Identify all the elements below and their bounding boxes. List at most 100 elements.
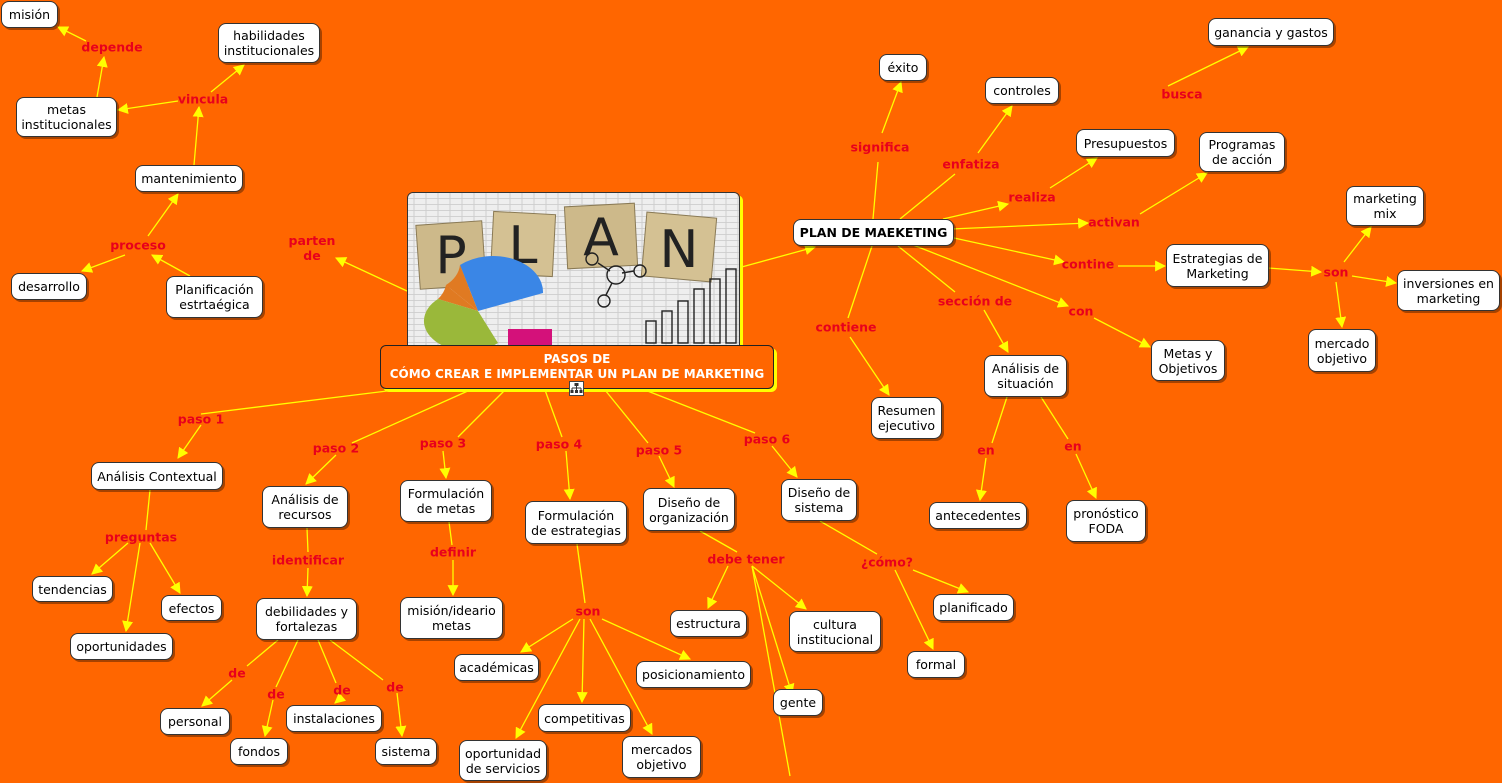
node-oportunidades[interactable]: oportunidades <box>70 633 173 660</box>
node-formulacion-de-estrategias[interactable]: Formulación de estrategias <box>525 501 627 544</box>
connection-line <box>1267 265 1323 277</box>
node-estructura[interactable]: estructura <box>670 610 747 637</box>
node-antecedentes[interactable]: antecedentes <box>929 502 1027 529</box>
label-en-foda: en <box>1064 438 1082 454</box>
connection-line <box>576 543 586 604</box>
sitemap-icon[interactable] <box>569 381 584 396</box>
connection-line <box>601 618 692 660</box>
label-con: con <box>1068 303 1094 319</box>
node-marketing-mix[interactable]: marketing mix <box>1346 186 1424 226</box>
bar-sketch-icon <box>585 252 737 344</box>
connection-line <box>576 618 588 704</box>
node-mision-ideario-metas[interactable]: misión/ideario metas <box>400 597 503 639</box>
label-en-antecedentes: en <box>977 442 995 458</box>
label-de-instalaciones: de <box>333 682 351 698</box>
label-parten-de: parten de <box>288 233 336 263</box>
node-analisis-contextual[interactable]: Análisis Contextual <box>91 462 223 490</box>
label-contiene: contiene <box>815 319 877 335</box>
connection-line <box>977 105 1013 154</box>
node-posicionamiento[interactable]: posicionamiento <box>636 661 751 688</box>
node-resumen-ejecutivo[interactable]: Resumen ejecutivo <box>871 397 942 439</box>
connection-line <box>200 389 396 415</box>
label-paso-2: paso 2 <box>312 440 360 456</box>
node-mantenimiento[interactable]: mantenimiento <box>135 165 243 192</box>
node-academicas[interactable]: académicas <box>454 654 539 681</box>
node-instalaciones[interactable]: instalaciones <box>286 705 382 732</box>
node-inversiones-en-marketing[interactable]: inversiones en marketing <box>1397 270 1500 311</box>
node-desarrollo[interactable]: desarrollo <box>11 273 87 300</box>
connection-line <box>699 530 738 553</box>
node-tendencias[interactable]: tendencias <box>32 576 113 602</box>
node-mision[interactable]: misión <box>1 1 58 28</box>
label-identificar: identificar <box>271 552 345 568</box>
connection-line <box>975 457 987 502</box>
node-planificacion-estrategica[interactable]: Planificación estrtaégica <box>166 276 263 318</box>
node-planificado[interactable]: planificado <box>933 594 1014 621</box>
node-formulacion-de-metas[interactable]: Formulación de metas <box>400 480 492 522</box>
node-ganancia-y-gastos[interactable]: ganancia y gastos <box>1208 18 1334 46</box>
connection-line <box>707 565 729 609</box>
connection-line <box>145 489 151 531</box>
node-debilidades-y-fortalezas[interactable]: debilidades y fortalezas <box>256 598 357 640</box>
node-analisis-de-situacion[interactable]: Análisis de situación <box>984 355 1067 397</box>
node-exito[interactable]: éxito <box>879 54 927 81</box>
node-cultura-institucional[interactable]: cultura institucional <box>789 611 881 652</box>
connection-line <box>515 618 581 739</box>
node-mercado-objetivo[interactable]: mercado objetivo <box>1308 329 1376 372</box>
node-fondos[interactable]: fondos <box>230 738 288 765</box>
node-mercados-objetivo[interactable]: mercados objetivo <box>622 736 701 778</box>
node-habilidades-institucionales[interactable]: habilidades institucionales <box>218 23 320 63</box>
connection-line <box>1049 157 1098 189</box>
connection-line <box>1343 226 1372 263</box>
connection-line <box>912 569 970 594</box>
node-formal[interactable]: formal <box>907 651 965 678</box>
label-debe-tener: debe tener <box>707 551 785 567</box>
node-programas-de-accion[interactable]: Programas de acción <box>1199 132 1285 172</box>
connection-line <box>751 565 807 610</box>
connection-line <box>983 309 1009 353</box>
node-diseno-de-organizacion[interactable]: Diseño de organización <box>643 488 735 531</box>
node-plan-de-maeketing[interactable]: PLAN DE MAEKETING <box>793 219 954 246</box>
label-como: ¿cómo? <box>860 554 914 570</box>
node-diseno-de-sistema[interactable]: Diseño de sistema <box>781 479 857 521</box>
node-metas-institucionales[interactable]: metas institucionales <box>16 97 117 137</box>
node-controles[interactable]: controles <box>985 77 1059 104</box>
label-enfatiza: enfatiza <box>942 156 1000 172</box>
connection-line <box>317 639 337 684</box>
node-efectos[interactable]: efectos <box>161 595 222 621</box>
connection-line <box>1093 317 1151 348</box>
node-competitivas[interactable]: competitivas <box>538 704 631 732</box>
node-sistema[interactable]: sistema <box>375 738 437 765</box>
node-metas-y-objetivos[interactable]: Metas y Objetivos <box>1151 340 1225 381</box>
node-gente[interactable]: gente <box>773 689 823 716</box>
connection-line <box>847 245 873 319</box>
connection-line <box>116 100 179 114</box>
connection-line <box>201 679 233 707</box>
node-estrategias-de-marketing[interactable]: Estrategias de Marketing <box>1166 244 1269 287</box>
connection-line <box>1075 453 1097 500</box>
connection-line <box>544 389 563 438</box>
connection-line <box>849 336 890 396</box>
connection-line <box>395 692 407 738</box>
node-presupuestos[interactable]: Presupuestos <box>1076 129 1175 157</box>
node-pronostico-foda[interactable]: pronóstico FODA <box>1066 500 1146 542</box>
connection-line <box>881 80 903 134</box>
connection-line <box>301 567 313 598</box>
connection-line <box>1167 46 1249 87</box>
connection-line <box>305 454 337 485</box>
node-analisis-de-recursos[interactable]: Análisis de recursos <box>262 486 348 528</box>
label-son-right: son <box>1323 264 1349 280</box>
label-realiza: realiza <box>1008 189 1056 205</box>
label-paso-1: paso 1 <box>177 411 225 427</box>
label-preguntas: preguntas <box>104 529 178 545</box>
connection-line <box>306 527 309 553</box>
tile-letter: A <box>583 208 619 268</box>
main-topic[interactable]: PASOS DE CÓMO CREAR E IMPLEMENTAR UN PLA… <box>380 345 774 389</box>
connection-line <box>751 565 795 696</box>
label-significa: significa <box>850 139 910 155</box>
connection-line <box>91 542 129 575</box>
node-oportunidad-de-servicios[interactable]: oportunidad de servicios <box>459 740 547 781</box>
node-personal[interactable]: personal <box>160 708 230 735</box>
label-de-fondos: de <box>267 686 285 702</box>
